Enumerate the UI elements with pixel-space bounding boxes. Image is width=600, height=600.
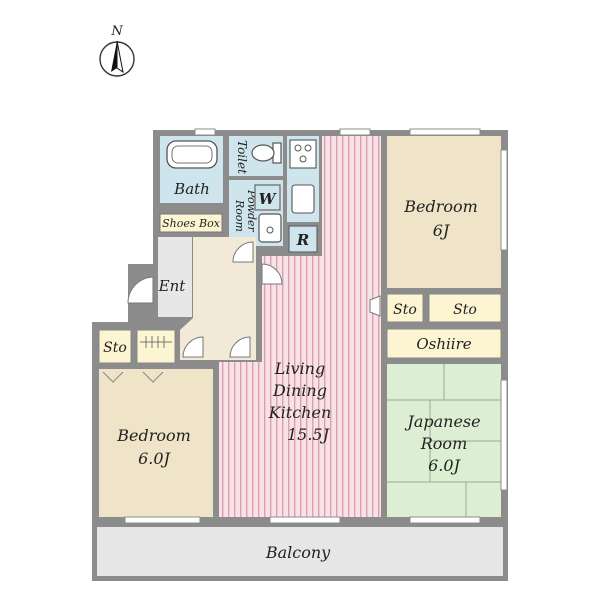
oshiire: Oshiire [386,328,502,359]
balcony-label: Balcony [265,543,331,562]
bedroom-sw-name: Bedroom [116,426,191,445]
ldk-size: 15.5J [287,425,331,444]
washer-label: W [259,190,278,208]
toilet-icon [251,142,282,164]
japanese-room: Japanese Room 6.0J [387,364,501,517]
north-compass-icon: N [99,24,135,77]
entrance: Ent [127,237,192,317]
storage-right-1-label: Sto [393,302,417,318]
fridge-label: R [296,231,309,249]
shoes-box: Shoes Box [159,213,223,233]
storage-left-label: Sto [103,340,127,356]
living-dining-kitchen: Living Dining Kitchen 15.5J [219,136,381,517]
balcony: Balcony [92,523,508,581]
bath-room: Bath [160,136,223,203]
bath-label: Bath [173,180,210,198]
sink-icon [258,213,282,243]
closet [136,329,176,364]
washer-box [254,184,281,211]
bedroom-sw-size: 6.0J [138,449,171,468]
japanese-room-label-2: Room [420,434,467,453]
kitchen-sink-icon [291,184,315,214]
powder-room: Powder Room W [229,180,283,246]
bedroom-northeast: Bedroom 6J [387,136,501,288]
oshiire-label: Oshiire [416,335,471,353]
entrance-door-icon [127,276,154,304]
tatami-lines [387,364,501,517]
ldk-label-kitchen: Kitchen [268,403,332,422]
kitchen-counter [287,136,319,222]
fridge: R [288,225,318,253]
shoes-box-label: Shoes Box [162,217,221,230]
bedroom-southwest: Bedroom 6.0J [99,369,213,517]
ldk-label-living: Living [274,359,325,378]
japanese-room-label-1: Japanese [404,412,480,431]
hall-door-icon [232,241,254,263]
storage-left: Sto [98,329,176,364]
powder-room-label-2: Room [233,199,246,232]
stove-icon [289,139,317,169]
entrance-label: Ent [158,277,187,295]
compass-label: N [110,24,123,39]
bathtub-icon [166,140,218,169]
toilet-label: Toilet [235,140,249,174]
bedroom-ne-size: 6J [433,221,451,240]
hallway [180,237,256,360]
storage-right: Sto Sto [369,293,502,323]
japanese-room-size: 6.0J [428,456,461,475]
toilet-room: Toilet [229,136,283,176]
windows [124,128,508,524]
ldk-label-dining: Dining [272,381,327,400]
bedroom-ne-name: Bedroom [403,197,478,216]
storage-right-2-label: Sto [453,302,477,318]
